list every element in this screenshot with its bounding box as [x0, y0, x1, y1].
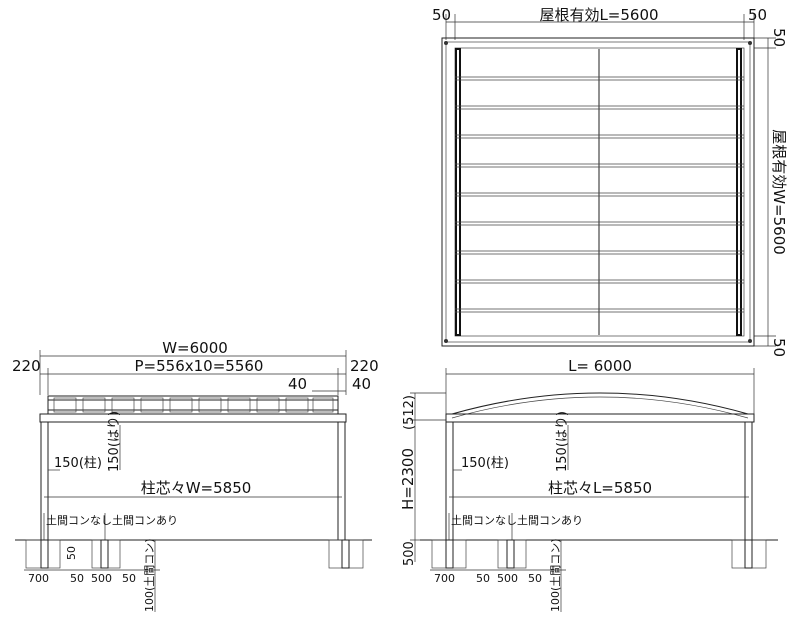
front-right-overhang: 220 — [350, 357, 379, 375]
plan-roof-length: 屋根有効L=5600 — [539, 6, 658, 24]
side-embed-depth: 500 — [402, 541, 417, 566]
side-view: L= 6000 (512) H=2300 500 150(柱) 150(はり) … — [399, 357, 778, 612]
front-dim-500: 500 — [91, 572, 112, 585]
plan-top-left-overhang: 50 — [432, 6, 451, 24]
front-dim-50a: 50 — [70, 572, 84, 585]
side-post-center-length: 柱芯々L=5850 — [548, 479, 652, 497]
front-dim-50v: 50 — [65, 546, 78, 560]
front-dim-slab: 100(土間コン) — [143, 538, 156, 612]
side-arch-rise: (512) — [402, 395, 417, 430]
front-view: W=6000 220 P=556x10=5560 220 40 40 — [12, 339, 379, 612]
plan-top-right-overhang: 50 — [748, 6, 767, 24]
front-left-overhang: 220 — [12, 357, 41, 375]
plan-right-top-overhang: 50 — [770, 28, 788, 47]
side-height: H=2300 — [399, 448, 417, 510]
side-dim-700: 700 — [434, 572, 455, 585]
side-beam-size: 150(はり) — [555, 411, 570, 472]
front-end-offset-a: 40 — [288, 375, 307, 393]
side-dim-50a: 50 — [476, 572, 490, 585]
front-rafter-pitch: P=556x10=5560 — [135, 357, 264, 375]
side-dim-50b: 50 — [528, 572, 542, 585]
side-overall-length: L= 6000 — [568, 357, 632, 375]
plan-right-bottom-overhang: 50 — [770, 338, 788, 357]
side-foundation-note: 土間コンなし土間コンあり — [451, 514, 583, 527]
front-beam-size: 150(はり) — [107, 411, 122, 472]
front-end-offset-b: 40 — [352, 375, 371, 393]
front-dim-700: 700 — [28, 572, 49, 585]
plan-roof-width: 屋根有効W=5600 — [770, 129, 788, 255]
side-dim-500: 500 — [497, 572, 518, 585]
side-dim-slab: 100(土間コン) — [549, 538, 562, 612]
front-dim-50b: 50 — [122, 572, 136, 585]
front-post-size: 150(柱) — [54, 456, 102, 471]
front-overall-width: W=6000 — [162, 339, 228, 357]
front-foundation-note: 土間コンなし土間コンあり — [46, 514, 178, 527]
front-post-center-width: 柱芯々W=5850 — [141, 479, 252, 497]
plan-view: 50 屋根有効L=5600 50 50 屋根有効W=5600 50 — [432, 6, 788, 357]
side-post-size: 150(柱) — [461, 456, 509, 471]
